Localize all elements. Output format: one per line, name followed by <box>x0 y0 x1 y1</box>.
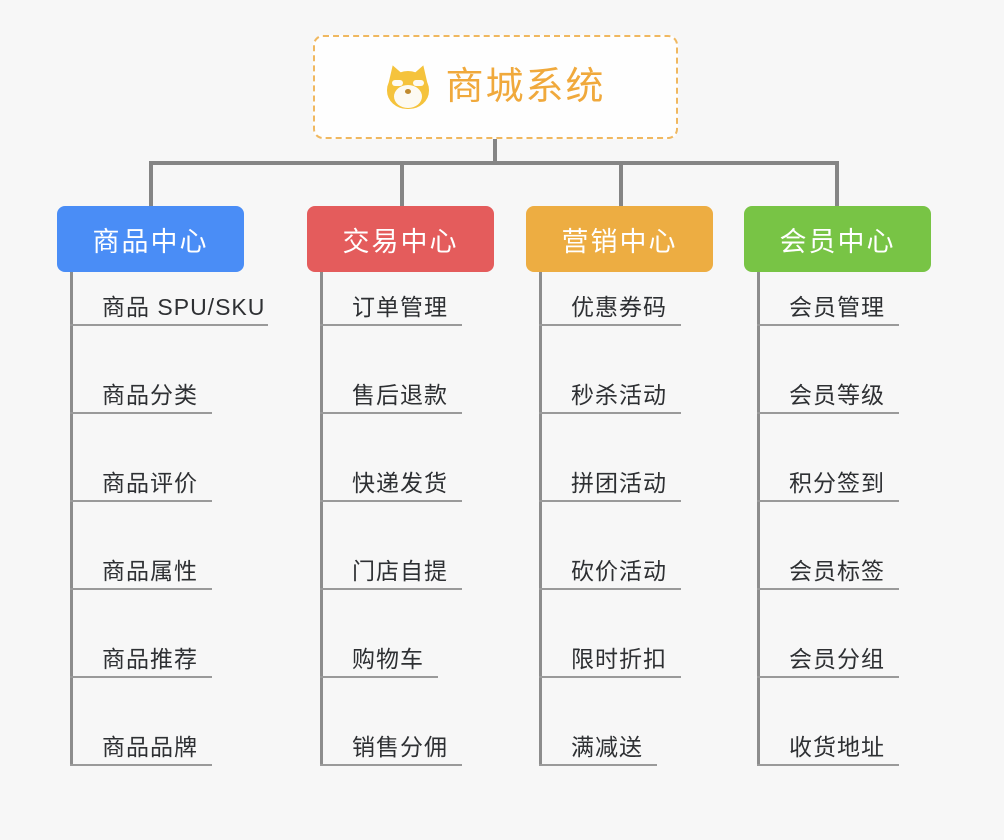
leaf-item-underline <box>539 676 681 678</box>
leaf-item-label: 销售分佣 <box>352 734 448 760</box>
leaf-item-label: 会员分组 <box>789 646 885 672</box>
leaf-item-underline <box>70 764 212 766</box>
leaf-item-label: 商品推荐 <box>102 646 198 672</box>
leaf-item-underline <box>320 588 462 590</box>
category-header-trade-center[interactable]: 交易中心 <box>307 206 494 272</box>
category-header-label: 交易中心 <box>342 226 459 257</box>
leaf-item-underline <box>757 412 899 414</box>
leaf-item-underline <box>320 500 462 502</box>
category-header-product-center[interactable]: 商品中心 <box>57 206 244 272</box>
leaf-item-underline <box>539 412 681 414</box>
leaf-item[interactable]: 会员标签 <box>757 548 885 588</box>
leaf-item[interactable]: 拼团活动 <box>539 460 667 500</box>
leaf-item[interactable]: 商品推荐 <box>70 636 198 676</box>
leaf-item-underline <box>320 324 462 326</box>
leaf-item-underline <box>320 764 462 766</box>
leaf-item-label: 拼团活动 <box>571 470 667 496</box>
leaf-column-spine <box>320 272 323 766</box>
leaf-item-underline <box>70 412 212 414</box>
dog-face-icon <box>384 62 433 109</box>
root-node[interactable]: 商城系统 <box>313 35 678 139</box>
leaf-item[interactable]: 积分签到 <box>757 460 885 500</box>
connector-drop-product <box>149 161 153 208</box>
leaf-item[interactable]: 优惠券码 <box>539 284 667 324</box>
leaf-item-label: 订单管理 <box>352 294 448 320</box>
leaf-item-label: 积分签到 <box>789 470 885 496</box>
leaf-column-spine <box>757 272 760 766</box>
leaf-item-underline <box>320 676 438 678</box>
leaf-item[interactable]: 秒杀活动 <box>539 372 667 412</box>
connector-drop-member <box>835 161 839 208</box>
leaf-item[interactable]: 收货地址 <box>757 724 885 764</box>
leaf-item[interactable]: 限时折扣 <box>539 636 667 676</box>
leaf-item-underline <box>539 588 681 590</box>
leaf-item-underline <box>757 500 899 502</box>
leaf-item-label: 秒杀活动 <box>571 382 667 408</box>
leaf-item-label: 优惠券码 <box>571 294 667 320</box>
leaf-item-underline <box>539 324 681 326</box>
leaf-item-underline <box>757 676 899 678</box>
leaf-item-underline <box>757 764 899 766</box>
leaf-item-underline <box>757 324 899 326</box>
leaf-column-spine <box>539 272 542 766</box>
leaf-item[interactable]: 订单管理 <box>320 284 448 324</box>
leaf-item-underline <box>70 500 212 502</box>
leaf-item[interactable]: 会员管理 <box>757 284 885 324</box>
leaf-item-label: 售后退款 <box>352 382 448 408</box>
leaf-item-label: 商品品牌 <box>102 734 198 760</box>
leaf-item-label: 快递发货 <box>352 470 448 496</box>
connector-drop-marketing <box>619 161 623 208</box>
leaf-item[interactable]: 商品评价 <box>70 460 198 500</box>
leaf-item-label: 商品评价 <box>102 470 198 496</box>
leaf-item[interactable]: 门店自提 <box>320 548 448 588</box>
leaf-item[interactable]: 销售分佣 <box>320 724 448 764</box>
category-header-label: 商品中心 <box>92 226 209 257</box>
leaf-item-label: 会员标签 <box>789 558 885 584</box>
leaf-item-underline <box>70 588 212 590</box>
leaf-item[interactable]: 售后退款 <box>320 372 448 412</box>
leaf-item-label: 商品 SPU/SKU <box>102 294 266 320</box>
leaf-item-label: 商品属性 <box>102 558 198 584</box>
leaf-item-underline <box>70 676 212 678</box>
leaf-item-label: 会员管理 <box>789 294 885 320</box>
leaf-item[interactable]: 会员等级 <box>757 372 885 412</box>
leaf-item-label: 限时折扣 <box>571 646 667 672</box>
leaf-item-label: 门店自提 <box>352 558 448 584</box>
leaf-item-underline <box>539 764 657 766</box>
leaf-item-underline <box>757 588 899 590</box>
root-title: 商城系统 <box>445 66 606 108</box>
connector-horizontal-bus <box>149 161 839 165</box>
leaf-item[interactable]: 砍价活动 <box>539 548 667 588</box>
leaf-item[interactable]: 会员分组 <box>757 636 885 676</box>
category-header-label: 会员中心 <box>779 226 896 257</box>
leaf-item-label: 购物车 <box>352 646 424 672</box>
leaf-item[interactable]: 快递发货 <box>320 460 448 500</box>
leaf-item-underline <box>320 412 462 414</box>
leaf-item[interactable]: 商品品牌 <box>70 724 198 764</box>
connector-root-stem <box>493 139 497 163</box>
leaf-item[interactable]: 商品分类 <box>70 372 198 412</box>
leaf-item-label: 满减送 <box>571 734 643 760</box>
leaf-item-label: 会员等级 <box>789 382 885 408</box>
leaf-item-label: 商品分类 <box>102 382 198 408</box>
category-header-label: 营销中心 <box>561 226 678 257</box>
leaf-item-underline <box>70 324 268 326</box>
leaf-item-label: 砍价活动 <box>571 558 667 584</box>
category-header-member-center[interactable]: 会员中心 <box>744 206 931 272</box>
leaf-item[interactable]: 商品 SPU/SKU <box>70 284 265 324</box>
leaf-item[interactable]: 购物车 <box>320 636 424 676</box>
leaf-item-underline <box>539 500 681 502</box>
leaf-column-spine <box>70 272 73 766</box>
connector-drop-trade <box>400 161 404 208</box>
leaf-item[interactable]: 商品属性 <box>70 548 198 588</box>
leaf-item-label: 收货地址 <box>789 734 885 760</box>
category-header-marketing-center[interactable]: 营销中心 <box>526 206 713 272</box>
leaf-item[interactable]: 满减送 <box>539 724 643 764</box>
